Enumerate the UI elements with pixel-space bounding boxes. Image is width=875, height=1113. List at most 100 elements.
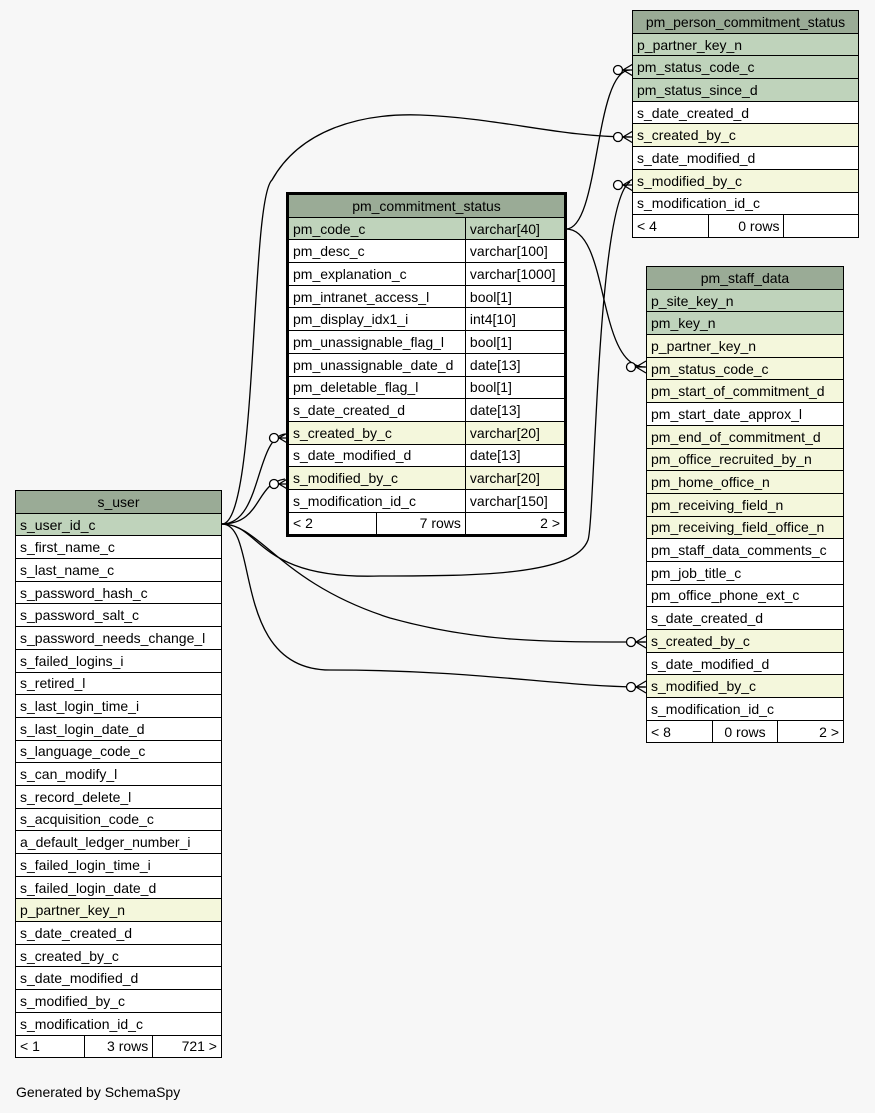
column-row: s_date_created_d [15, 921, 222, 945]
column-type: date[13] [464, 352, 567, 377]
column-name: pm_status_since_d [632, 78, 859, 102]
crow-feet [278, 63, 647, 694]
column-name: s_failed_login_time_i [15, 853, 222, 877]
column-name: s_password_salt_c [15, 603, 222, 628]
column-name: s_password_hash_c [15, 580, 222, 605]
column-name: s_last_name_c [15, 558, 222, 582]
column-name: s_modified_by_c [646, 674, 844, 699]
column-name: pm_start_date_approx_l [646, 402, 844, 426]
column-name: pm_display_idx1_i [287, 307, 466, 332]
column-row: s_retired_l [15, 671, 222, 696]
column-row: s_failed_login_date_d [15, 875, 222, 900]
column-row: s_user_id_c [15, 512, 222, 537]
column-name: pm_staff_data_comments_c [646, 538, 844, 562]
column-type: int4[10] [464, 307, 567, 332]
column-row: s_date_created_d [632, 100, 859, 125]
link-user-to-staff-created [221, 523, 646, 643]
column-name: pm_status_code_c [646, 356, 844, 381]
column-name: s_created_by_c [632, 123, 859, 148]
column-row: p_partner_key_n [632, 32, 859, 57]
column-name: s_date_modified_d [646, 651, 844, 676]
column-row: s_acquisition_code_c [15, 807, 222, 832]
link-user-to-person-created [221, 114, 631, 525]
column-name: s_modified_by_c [632, 168, 859, 193]
column-row: s_record_delete_l [15, 784, 222, 809]
column-name: s_created_by_c [15, 943, 222, 968]
column-row: s_modified_by_c [632, 168, 859, 193]
column-type: varchar[100] [464, 239, 567, 264]
column-row: s_language_code_c [15, 739, 222, 764]
column-row: s_failed_logins_i [15, 648, 222, 673]
table-footer-children: 721 > [152, 1034, 222, 1059]
table-footer-parents: < 8 [646, 719, 713, 744]
column-row: s_last_login_time_i [15, 694, 222, 718]
link-commit-to-person-status [565, 69, 631, 230]
column-row: pm_receiving_field_office_n [646, 515, 844, 540]
column-name: s_date_created_d [646, 606, 844, 630]
column-name: s_modified_by_c [287, 466, 466, 490]
column-name: p_partner_key_n [15, 898, 222, 923]
column-row: s_last_login_date_d [15, 716, 222, 741]
column-type: bool[1] [464, 375, 567, 400]
table-footer-children: 2 > [464, 511, 567, 537]
table-footer-rows: 0 rows [711, 719, 779, 744]
column-name: pm_desc_c [287, 239, 466, 264]
column-name: s_date_created_d [632, 100, 859, 125]
column-name: s_last_login_date_d [15, 716, 222, 741]
column-name: p_partner_key_n [632, 32, 859, 57]
column-name: s_modification_id_c [646, 697, 844, 721]
column-row: s_modification_id_c [632, 191, 859, 216]
column-row: s_password_salt_c [15, 603, 222, 628]
column-type: varchar[1000] [464, 262, 567, 286]
column-name: s_failed_logins_i [15, 648, 222, 673]
table-title: s_user [15, 490, 222, 514]
column-name: p_partner_key_n [646, 334, 844, 358]
column-name: p_site_key_n [646, 288, 844, 313]
table-title: pm_person_commitment_status [632, 10, 859, 34]
column-name: pm_explanation_c [287, 262, 466, 286]
column-row: p_site_key_n [646, 288, 844, 313]
column-row: s_modification_id_c [15, 1011, 222, 1036]
column-name: s_retired_l [15, 671, 222, 696]
column-name: pm_receiving_field_n [646, 492, 844, 517]
column-name: s_date_created_d [287, 398, 466, 422]
column-row: s_date_modified_d [15, 966, 222, 991]
column-name: s_created_by_c [646, 629, 844, 653]
column-row: s_modification_id_c [646, 697, 844, 721]
column-name: pm_start_of_commitment_d [646, 379, 844, 404]
column-row: pm_start_of_commitment_d [646, 379, 844, 404]
table-footer-children: 2 > [777, 719, 844, 744]
table-footer-parents: < 2 [287, 511, 377, 537]
column-row: p_partner_key_n [15, 898, 222, 923]
column-name: s_date_modified_d [632, 146, 859, 170]
column-row: pm_office_recruited_by_n [646, 447, 844, 472]
column-name: pm_end_of_commitment_d [646, 424, 844, 449]
table-footer-rows: 7 rows [375, 511, 466, 537]
column-row: s_created_by_c [15, 943, 222, 968]
table-footer-rows: 0 rows [707, 214, 785, 238]
column-row: s_modified_by_c [15, 989, 222, 1013]
column-type: date[13] [464, 443, 567, 468]
column-row: pm_start_date_approx_l [646, 402, 844, 426]
column-name: s_first_name_c [15, 535, 222, 560]
column-row: a_default_ledger_number_i [15, 830, 222, 854]
table-title: pm_commitment_status [287, 193, 566, 218]
column-row: pm_office_phone_ext_c [646, 583, 844, 608]
column-name: a_default_ledger_number_i [15, 830, 222, 854]
column-row: pm_staff_data_comments_c [646, 538, 844, 562]
column-name: s_language_code_c [15, 739, 222, 764]
column-row: p_partner_key_n [646, 334, 844, 358]
column-name: s_failed_login_date_d [15, 875, 222, 900]
